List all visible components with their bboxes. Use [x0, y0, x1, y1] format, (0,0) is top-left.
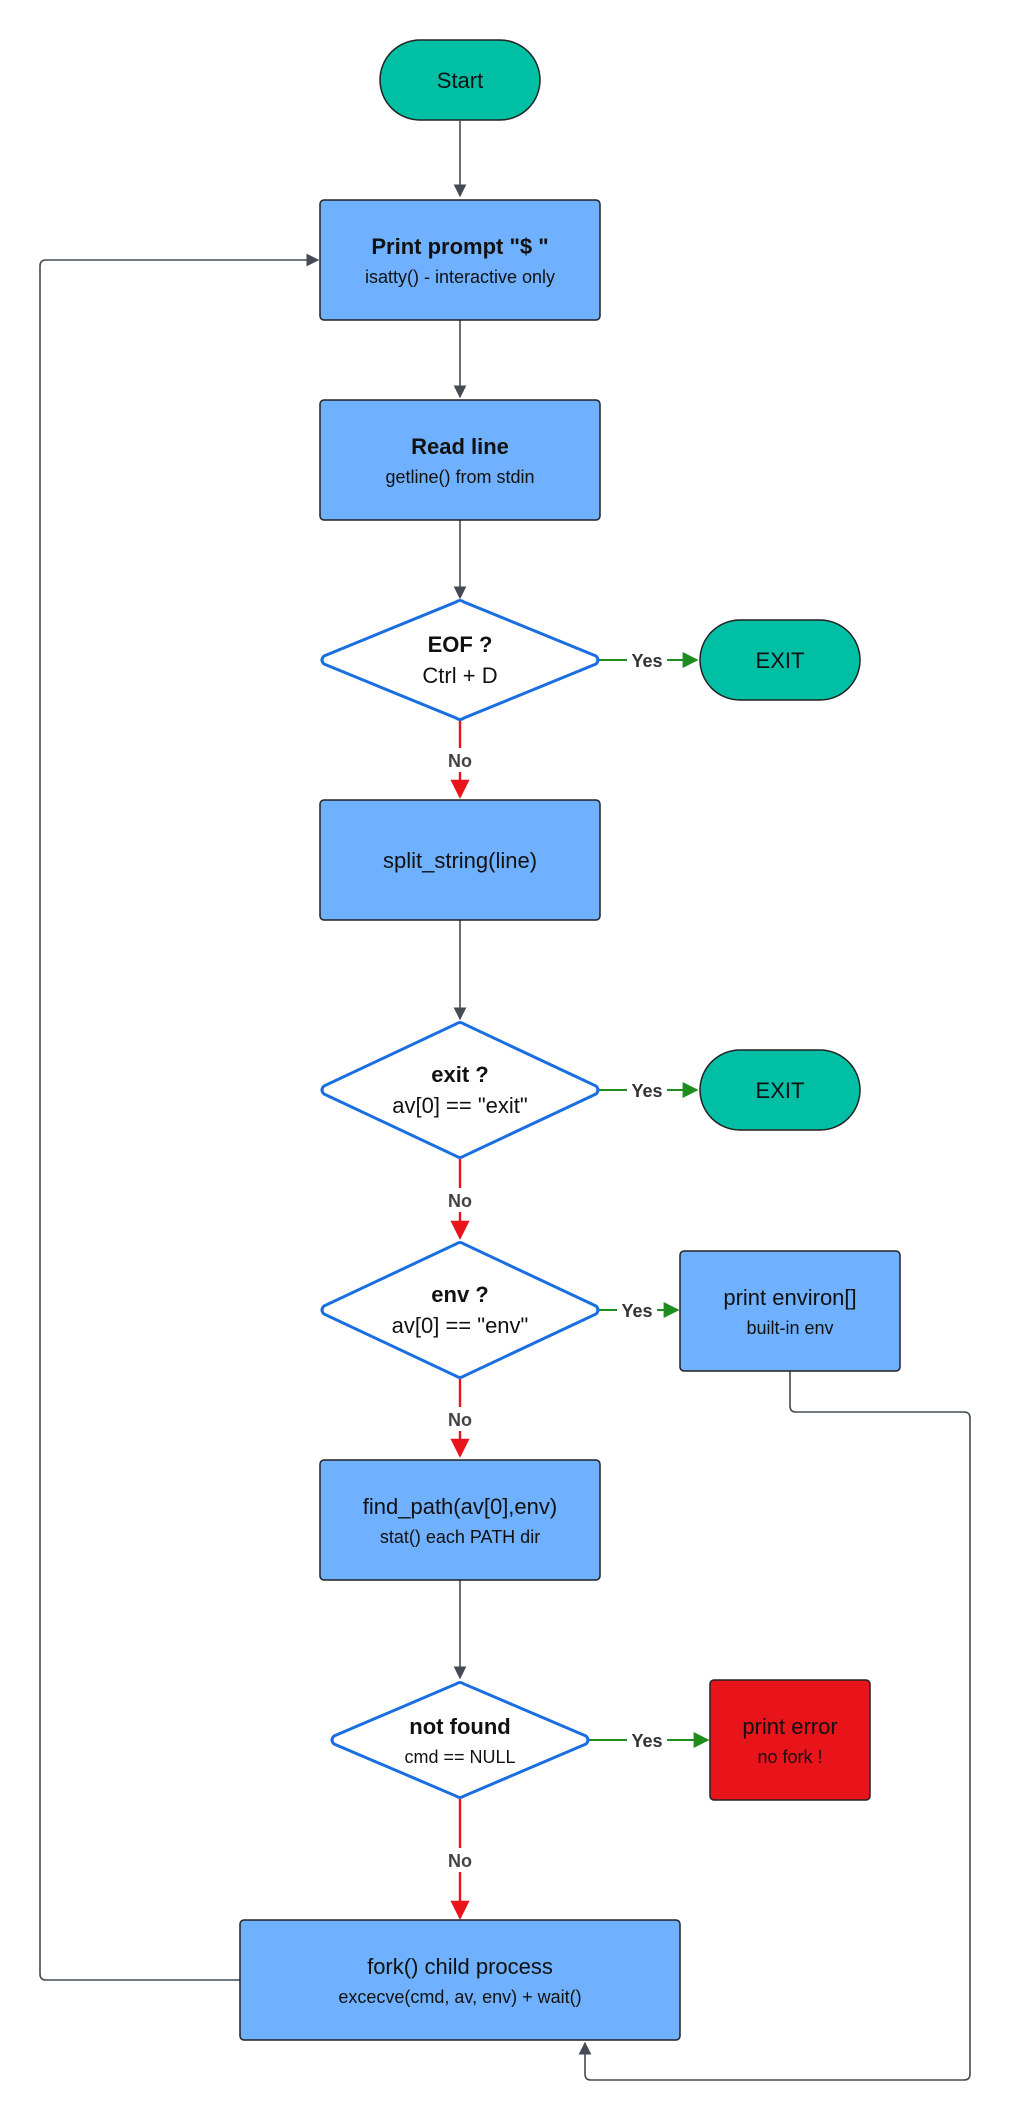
print-environ-title: print environ[]	[723, 1285, 856, 1310]
eof-title: EOF ?	[428, 632, 493, 657]
edge-fork-loop-back	[39, 253, 320, 1981]
edge-labels: Yes No Yes No Yes No Yes No	[444, 648, 667, 1872]
print-environ-subtitle: built-in env	[746, 1318, 833, 1338]
env-no-label: No	[448, 1410, 472, 1430]
fork-child-subtitle: excecve(cmd, av, env) + wait()	[338, 1987, 581, 2007]
print-environ-node: print environ[] built-in env	[679, 1250, 901, 1372]
exit-node-eof: EXIT	[699, 619, 861, 701]
start-node: Start	[379, 39, 541, 121]
env-yes-label: Yes	[621, 1301, 652, 1321]
find-path-title: find_path(av[0],env)	[363, 1494, 557, 1519]
env-check-title: env ?	[431, 1282, 488, 1307]
print-error-subtitle: no fork !	[757, 1747, 822, 1767]
print-error-node: print error no fork !	[709, 1679, 871, 1801]
eof-decision: EOF ? Ctrl + D	[320, 599, 600, 721]
not-found-title: not found	[409, 1714, 510, 1739]
print-prompt-title: Print prompt "$ "	[371, 234, 548, 259]
fork-child-node: fork() child process excecve(cmd, av, en…	[239, 1919, 681, 2041]
read-line-title: Read line	[411, 434, 509, 459]
read-line-node: Read line getline() from stdin	[319, 399, 601, 521]
exit-no-label: No	[448, 1191, 472, 1211]
exit-label-command: EXIT	[756, 1078, 805, 1103]
find-path-node: find_path(av[0],env) stat() each PATH di…	[319, 1459, 601, 1581]
eof-no-label: No	[448, 751, 472, 771]
find-path-subtitle: stat() each PATH dir	[380, 1527, 540, 1547]
read-line-subtitle: getline() from stdin	[385, 467, 534, 487]
eof-subtitle: Ctrl + D	[422, 663, 497, 688]
split-string-title: split_string(line)	[383, 848, 537, 873]
fork-child-title: fork() child process	[367, 1954, 553, 1979]
print-prompt-node: Print prompt "$ " isatty() - interactive…	[319, 199, 601, 321]
eof-yes-label: Yes	[631, 651, 662, 671]
exit-node-command: EXIT	[699, 1049, 861, 1131]
print-prompt-subtitle: isatty() - interactive only	[365, 267, 555, 287]
split-string-node: split_string(line)	[319, 799, 601, 921]
env-check-subtitle: av[0] == "env"	[392, 1313, 529, 1338]
edge-environ-to-fork	[578, 1371, 971, 2081]
notfound-no-label: No	[448, 1851, 472, 1871]
not-found-subtitle: cmd == NULL	[404, 1747, 515, 1767]
exit-decision: exit ? av[0] == "exit"	[320, 1021, 600, 1159]
start-label: Start	[437, 68, 483, 93]
env-decision: env ? av[0] == "env"	[320, 1241, 600, 1379]
print-error-title: print error	[742, 1714, 837, 1739]
exit-yes-label: Yes	[631, 1081, 662, 1101]
not-found-decision: not found cmd == NULL	[330, 1681, 590, 1799]
exit-label-eof: EXIT	[756, 648, 805, 673]
exit-check-title: exit ?	[431, 1062, 488, 1087]
notfound-yes-label: Yes	[631, 1731, 662, 1751]
exit-check-subtitle: av[0] == "exit"	[392, 1093, 527, 1118]
